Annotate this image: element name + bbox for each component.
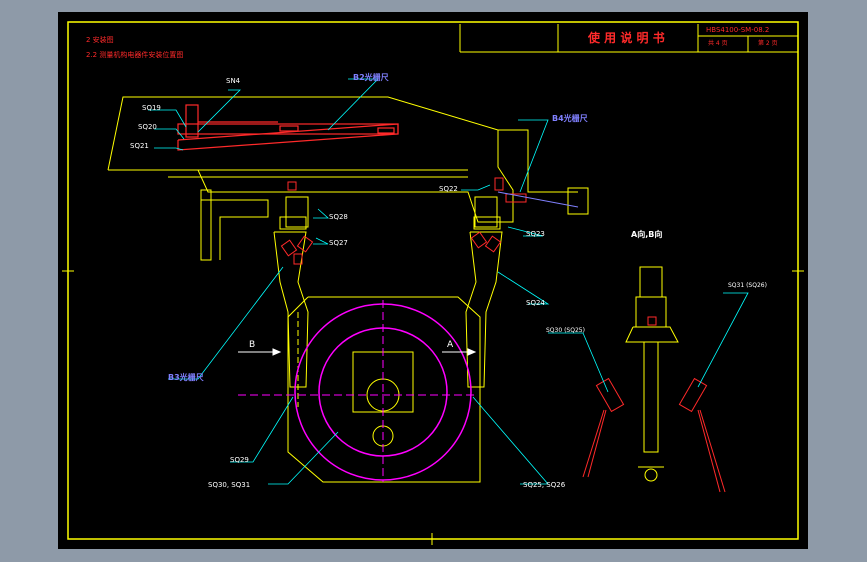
label-sq25-26: SQ25, SQ26 [523,481,566,489]
left-arm-sensors [280,181,314,265]
label-arrow-a: A [447,340,454,350]
leader-lines [148,78,749,485]
cad-drawing-viewport[interactable]: 2 安装图 2.2 测量机构电器件安装位置图 使 用 说 明 书 HBS4100… [58,12,808,549]
label-sq20: SQ20 [138,123,157,131]
title-block-title: 使 用 说 明 书 [588,31,665,45]
drawing-border [67,21,799,540]
label-sq30-31: SQ30, SQ31 [208,481,251,489]
label-b2-scale: B2光栅尺 [353,73,389,82]
label-sq27: SQ27 [329,239,348,247]
note-measuring-mechanism: 2.2 测量机构电器件安装位置图 [86,51,184,59]
blue-scale-accent [497,191,579,208]
label-sn4: SN4 [226,77,241,85]
workpiece-wheel [238,296,481,483]
ab-side-sensors [582,316,726,493]
label-b4-scale: B4光栅尺 [552,114,588,123]
b2-grating-scale [177,104,399,151]
label-b3-scale: B3光栅尺 [168,373,204,382]
left-arm [273,216,309,407]
title-block [459,24,798,53]
title-block-sheet-no: 第 2 页 [758,40,778,47]
label-sq22: SQ22 [439,185,458,193]
label-sq21: SQ21 [130,142,149,150]
label-view-ab: A向,B向 [631,230,663,239]
upper-carriage [107,96,589,261]
label-sq30-25: SQ30 (SQ25) [546,327,585,334]
label-sq23: SQ23 [526,230,545,238]
title-block-doc-code: HBS4100-SM-08.2 [706,26,770,34]
note-install-drawing: 2 安装图 [86,36,114,44]
label-sq31-26: SQ31 (SQ26) [728,282,767,289]
drawing-canvas [62,21,804,545]
label-sq28: SQ28 [329,213,348,221]
right-arm-sensors [470,177,527,253]
label-sq29: SQ29 [230,456,249,464]
ab-side-view [625,266,679,482]
section-arrows [238,348,477,356]
title-block-sheet-total: 共 4 页 [708,40,728,47]
label-sq24: SQ24 [526,299,545,307]
label-arrow-b: B [249,340,256,350]
right-arm [465,216,503,388]
label-sq19: SQ19 [142,104,161,112]
